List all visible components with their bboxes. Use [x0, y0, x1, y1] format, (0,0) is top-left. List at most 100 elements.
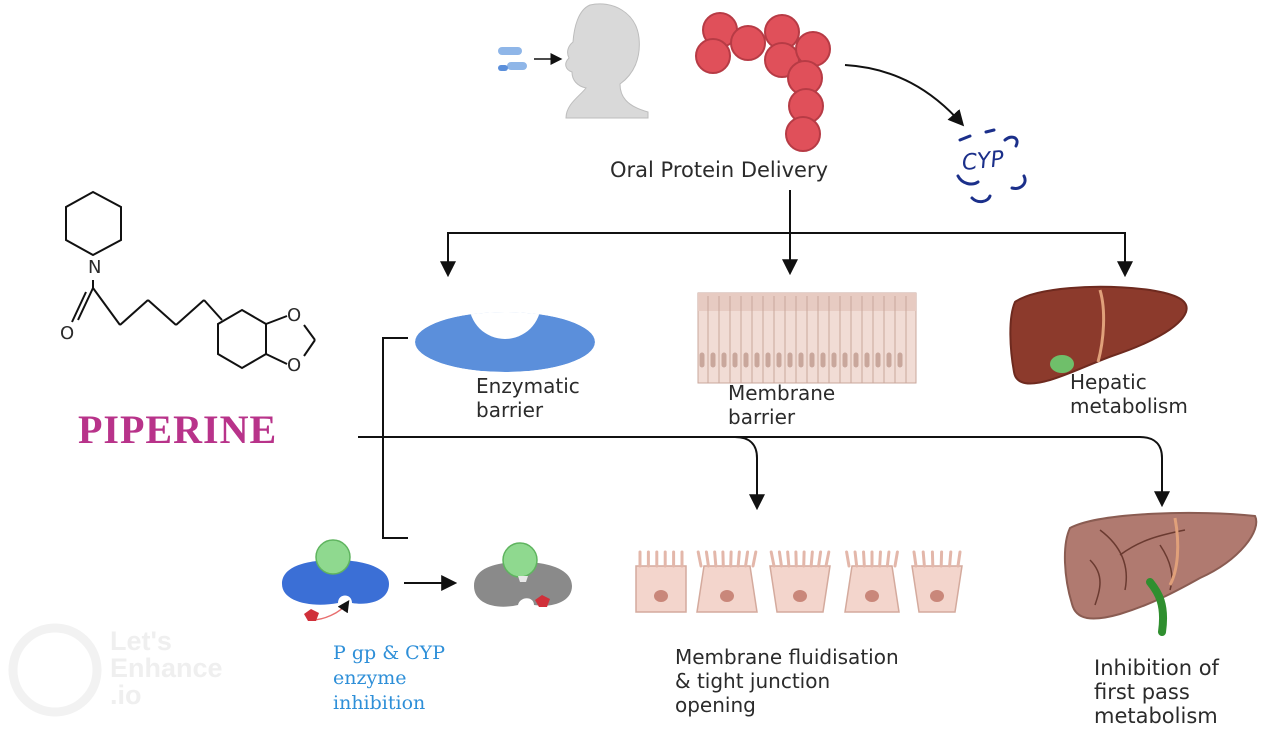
- epithelial-cells: [635, 550, 963, 613]
- membrane-cell-nucleus: [853, 352, 859, 368]
- microvillus: [751, 550, 758, 568]
- barrier-connectors: [440, 190, 1133, 278]
- watermark-logo-ring: [8, 623, 102, 717]
- first-pass-line1: Inhibition of: [1094, 656, 1219, 680]
- membrane-cell-nucleus: [710, 352, 716, 368]
- cell-nucleus: [654, 590, 668, 602]
- microvillus: [769, 550, 776, 568]
- microvillus: [893, 550, 899, 568]
- membrane-fluidisation-label: Membrane fluidisation & tight junction o…: [675, 645, 899, 717]
- membrane-cell-nucleus: [743, 352, 749, 368]
- piperine-structure: [65, 190, 316, 370]
- membrane-cell-nucleus: [897, 352, 903, 368]
- microvillus: [885, 550, 891, 568]
- membrane-cell-nucleus: [831, 352, 837, 368]
- membrane-cell-nucleus: [842, 352, 848, 368]
- atom-label-o-ring-1: O: [287, 305, 302, 326]
- watermark-line3: .io: [110, 680, 142, 710]
- membrane-barrier-line1: Membrane: [728, 381, 836, 405]
- membrane-cell-nucleus: [886, 352, 892, 368]
- microvillus: [948, 550, 953, 568]
- pgp-enzyme-active: [282, 539, 389, 621]
- hepatic-metabolism-line2: metabolism: [1070, 394, 1188, 418]
- enzymatic-barrier-label: Enzymatic barrier: [476, 374, 580, 422]
- microvillus: [845, 550, 851, 568]
- pgp-enzyme-inhibited: [474, 542, 572, 607]
- first-pass-line3: metabolism: [1094, 704, 1218, 728]
- fluidisation-line3: opening: [675, 693, 756, 717]
- microvillus: [696, 550, 703, 568]
- microvillus: [921, 550, 926, 568]
- membrane-cell-nucleus: [798, 352, 804, 368]
- cell-nucleus: [720, 590, 734, 602]
- compound-name: PIPERINE: [78, 407, 278, 452]
- membrane-cell-nucleus: [787, 352, 793, 368]
- epithelial-cell: [844, 565, 900, 613]
- microvillus: [853, 550, 859, 568]
- microvillus: [786, 550, 791, 568]
- microvillus: [956, 550, 962, 568]
- epithelial-cell: [769, 565, 831, 613]
- microvillus: [878, 550, 882, 568]
- hepatic-metabolism-line1: Hepatic: [1070, 370, 1147, 394]
- atom-label-o-carbonyl: O: [60, 323, 75, 344]
- enzyme-barrier-shape: [415, 312, 595, 372]
- hepatic-metabolism-label: Hepatic metabolism: [1070, 370, 1188, 418]
- microvillus: [736, 550, 741, 568]
- microvillus: [744, 550, 750, 568]
- cell-nucleus: [865, 590, 879, 602]
- microvillus: [862, 550, 866, 568]
- pgp-label-line2: enzyme: [333, 667, 407, 689]
- membrane-cell-nucleus: [754, 352, 760, 368]
- microvillus: [824, 550, 831, 568]
- membrane-cell-nucleus: [699, 352, 705, 368]
- first-pass-inhibition-label: Inhibition of first pass metabolism: [1094, 656, 1219, 728]
- membrane-cell-nucleus: [765, 352, 771, 368]
- cell-nucleus: [793, 590, 807, 602]
- cyp-mark: CYP: [960, 146, 1006, 177]
- microvillus: [704, 550, 710, 568]
- membrane-cell-nucleus: [721, 352, 727, 368]
- microvillus: [809, 550, 814, 568]
- membrane-barrier-cells: [697, 292, 917, 384]
- membrane-cell-nucleus: [776, 352, 782, 368]
- epithelial-cell: [696, 565, 758, 613]
- atom-label-n: N: [86, 256, 104, 280]
- liver-inhibited-icon: [1063, 511, 1258, 636]
- piperine-effect-connectors: [358, 337, 1170, 539]
- person-head-icon: [565, 3, 649, 119]
- membrane-barrier-label: Membrane barrier: [728, 381, 835, 429]
- epithelial-cell: [635, 565, 687, 613]
- pgp-label-line1: P gp & CYP: [333, 642, 446, 664]
- microvillus: [817, 550, 823, 568]
- enzymatic-barrier-line1: Enzymatic: [476, 374, 580, 398]
- microvillus: [713, 550, 718, 568]
- watermark-line2: Enhance: [110, 653, 223, 683]
- diagram-title: Oral Protein Delivery: [610, 158, 828, 182]
- protein-chain-icon: [695, 12, 831, 152]
- membrane-cell-nucleus: [732, 352, 738, 368]
- fluidisation-line1: Membrane fluidisation: [675, 645, 899, 669]
- cyp-scribble-icon: [956, 128, 1027, 204]
- microvillus: [912, 550, 918, 568]
- watermark-text: Let's Enhance .io: [110, 628, 223, 709]
- pgp-cyp-inhibition-label: P gp & CYP enzyme inhibition: [333, 641, 445, 716]
- atom-label-o-ring-2: O: [287, 355, 302, 376]
- cell-nucleus: [930, 590, 944, 602]
- liver-icon: [1009, 285, 1188, 385]
- membrane-cell-nucleus: [875, 352, 881, 368]
- arrow-to-cyp: [844, 64, 965, 127]
- microvillus: [777, 550, 783, 568]
- watermark-line1: Let's: [110, 626, 172, 656]
- membrane-cell-nucleus: [809, 352, 815, 368]
- epithelial-cell: [911, 565, 963, 613]
- membrane-barrier-line2: barrier: [728, 405, 796, 429]
- fluidisation-line2: & tight junction: [675, 669, 831, 693]
- capsule-icon: [498, 47, 563, 71]
- membrane-cell-nucleus: [820, 352, 826, 368]
- first-pass-line2: first pass: [1094, 680, 1190, 704]
- pgp-label-line3: inhibition: [333, 692, 426, 714]
- enzymatic-barrier-line2: barrier: [476, 398, 544, 422]
